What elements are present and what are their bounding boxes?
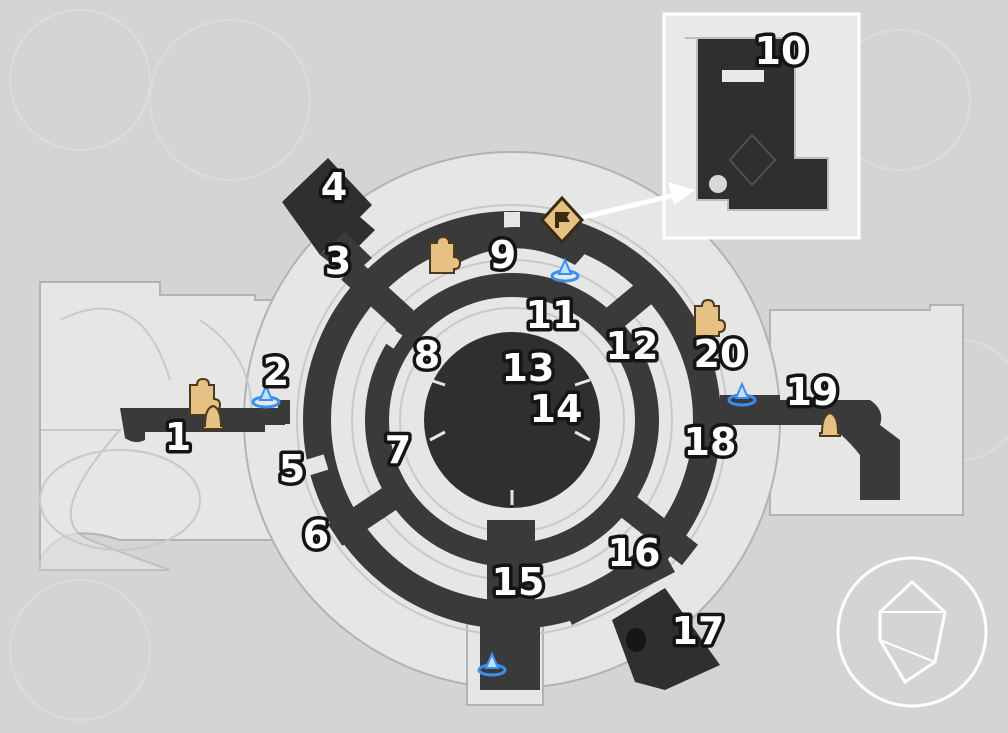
- puzzle-piece-icon[interactable]: [694, 298, 727, 337]
- location-labels: 1 2 3 4 5 6 7 8 9 10 11 12 13 14 15 16 1…: [161, 26, 842, 657]
- central-hub-notches: [429, 378, 591, 505]
- location-label: 1: [165, 415, 191, 459]
- location-label: 20: [694, 332, 747, 376]
- room-4: [282, 158, 375, 260]
- arrow-icon: [579, 182, 695, 221]
- inset-room-10: [662, 12, 861, 240]
- south-corridor: [480, 520, 540, 690]
- room-16: [560, 545, 675, 625]
- location-label: 3: [325, 239, 351, 283]
- location-label: 7: [385, 428, 411, 472]
- space-anchor-icon[interactable]: [550, 257, 580, 283]
- location-label: 19: [786, 370, 839, 414]
- quest-marker-icon[interactable]: [539, 195, 585, 245]
- north-wing: [440, 226, 590, 268]
- room-17-fixture: [626, 628, 646, 652]
- location-label: 17: [672, 609, 725, 653]
- location-label: 12: [606, 324, 659, 368]
- location-label: 14: [530, 387, 583, 431]
- compass-icon: [836, 556, 988, 708]
- space-anchor-icon[interactable]: [251, 383, 281, 409]
- location-label: 18: [684, 420, 737, 464]
- location-label: 10: [755, 29, 808, 73]
- space-anchor-icon[interactable]: [727, 381, 757, 407]
- puzzle-piece-icon[interactable]: [429, 235, 462, 274]
- location-label: 6: [303, 513, 329, 557]
- bell-icon[interactable]: [819, 411, 841, 437]
- location-label: 9: [490, 233, 516, 277]
- location-label: 11: [526, 293, 579, 337]
- location-label: 13: [502, 346, 555, 390]
- corridor-spokes: [327, 260, 699, 600]
- space-anchor-icon[interactable]: [477, 651, 507, 677]
- location-label: 15: [492, 560, 545, 604]
- central-hub: [424, 332, 600, 508]
- location-label: 8: [414, 333, 440, 377]
- location-label: 5: [279, 447, 305, 491]
- room-17: [612, 588, 720, 690]
- location-label: 2: [263, 350, 289, 394]
- corridor-3: [320, 232, 372, 278]
- east-corridor: [720, 395, 900, 500]
- location-label: 4: [321, 165, 347, 209]
- location-label: 16: [608, 531, 661, 575]
- bell-icon[interactable]: [202, 404, 224, 430]
